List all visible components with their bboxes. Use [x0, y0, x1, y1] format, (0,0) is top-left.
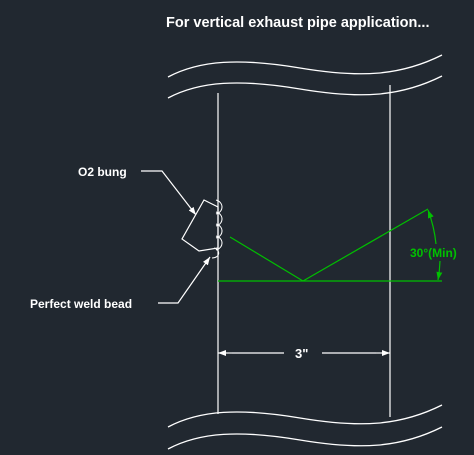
pipe-walls — [217, 85, 391, 417]
angle-arc-lower — [436, 260, 443, 281]
bottom-break-lines — [167, 404, 443, 450]
o2-bung — [181, 199, 219, 252]
angle-label: 30°(Min) — [410, 246, 457, 260]
top-break-lines — [167, 54, 443, 99]
right-angle-line — [302, 208, 429, 282]
angle-construction — [218, 208, 443, 282]
o2-bung-leader — [141, 170, 197, 216]
dimension-label: 3" — [295, 346, 308, 361]
weld-bead — [211, 199, 223, 259]
weld-bead-label: Perfect weld bead — [30, 297, 132, 311]
angle-arc-upper — [427, 209, 437, 245]
left-angle-line — [229, 236, 304, 282]
title: For vertical exhaust pipe application... — [166, 15, 430, 31]
o2-bung-label: O2 bung — [78, 165, 127, 179]
weld-bead-leader — [158, 256, 211, 304]
